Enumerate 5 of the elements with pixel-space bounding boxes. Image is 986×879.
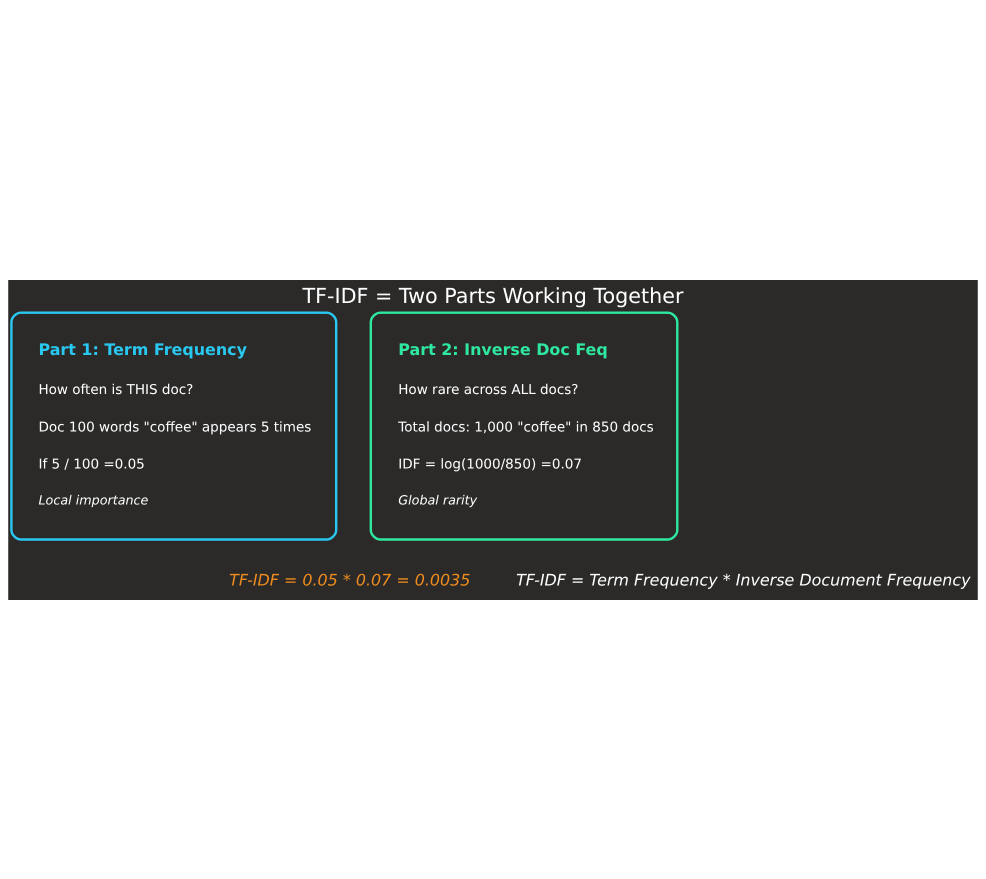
- label: TF-IDF = 0.05 * 0.07 = 0.0035: [229, 570, 470, 590]
- label: TF-IDF = Term Frequency * Inverse Document Frequency: [516, 570, 971, 590]
- node-box: Part 1: Term Frequency How often is THIS doc? Doc 100 words "coffee" appears 5 times If 5 / 100 =0.05 Local importance: [10, 310, 338, 540]
- node-box: Part 2: Inverse Doc Feq How rare across ALL docs? Total docs: 1,000 "coffee" in 850 docs IDF = log(1000/850) =0.07 Global rarity: [370, 310, 678, 540]
- diagram-title: TF-IDF = Two Parts Working Together: [302, 283, 684, 308]
